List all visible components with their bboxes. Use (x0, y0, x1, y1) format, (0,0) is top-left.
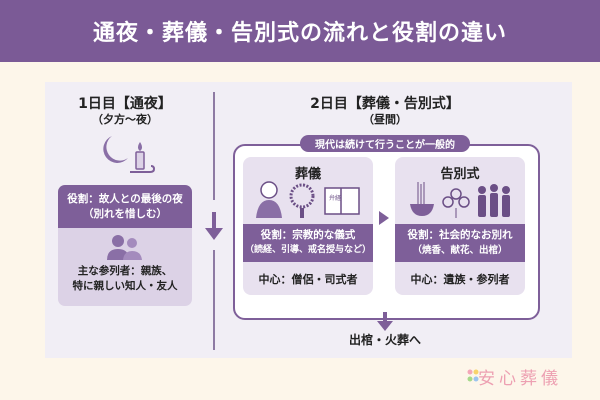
divider-line (213, 250, 215, 350)
down-arrow-icon (377, 312, 393, 331)
monk-beads-sutra-icon: 弁経 (256, 181, 360, 218)
next-step: 出棺・火葬へ (348, 333, 421, 347)
funeral-role-sub: （読経、引導、戒名授与など） (244, 245, 371, 255)
day1-attendees: 主な参列者：親族、 特に親しい知人・友人 (58, 228, 192, 306)
day1-time: （夕方〜夜） (92, 113, 158, 126)
funeral-role-text: 役割：宗教的な儀式 (260, 229, 356, 241)
flower-logo-icon (467, 369, 479, 382)
page-title: 通夜・葬儀・告別式の流れと役割の違い (92, 21, 507, 46)
day1-attendees-text: 主な参列者：親族、 (77, 265, 173, 277)
sutra-book-text: 弁経 (329, 194, 341, 202)
funeral-title: 葬儀 (294, 167, 321, 182)
farewell-center: 中心：遺族・参列者 (410, 273, 510, 286)
day1-attendees-sub: 特に親しい知人・友人 (72, 280, 178, 292)
incense-flowers-mourners-icon (410, 182, 510, 218)
farewell-title: 告別式 (440, 167, 480, 182)
logo-text: 安心葬儀 (478, 369, 562, 389)
header-banner: 通夜・葬儀・告別式の流れと役割の違い (0, 0, 600, 62)
day1-role: 役割：故人との最後の夜 （別れを惜しむ） (58, 185, 192, 228)
funeral-center: 中心：僧侶・司式者 (258, 273, 358, 286)
right-arrow-icon (379, 211, 389, 225)
day2-time: （昼間） (363, 113, 407, 126)
note-pill: 現代は続けて行うことが一般的 (300, 135, 470, 152)
farewell-role-sub: （焼香、献花、出棺） (412, 245, 508, 256)
day1-title: 1日目【通夜】 (78, 96, 172, 112)
funeral-role: 役割：宗教的な儀式 （読経、引導、戒名授与など） (243, 224, 373, 262)
day2-title: 2日目【葬儀・告別式】 (310, 96, 460, 112)
moon-candle-icon (103, 136, 156, 173)
divider-line (213, 92, 215, 200)
people-icon (107, 235, 142, 260)
day1-role-text: 役割：故人との最後の夜 (67, 192, 183, 205)
day1-role-sub: （別れを惜しむ） (83, 207, 167, 220)
down-arrow-icon (205, 212, 223, 240)
farewell-role-text: 役割：社会的なお別れ (407, 229, 513, 241)
farewell-role: 役割：社会的なお別れ （焼香、献花、出棺） (395, 224, 525, 262)
